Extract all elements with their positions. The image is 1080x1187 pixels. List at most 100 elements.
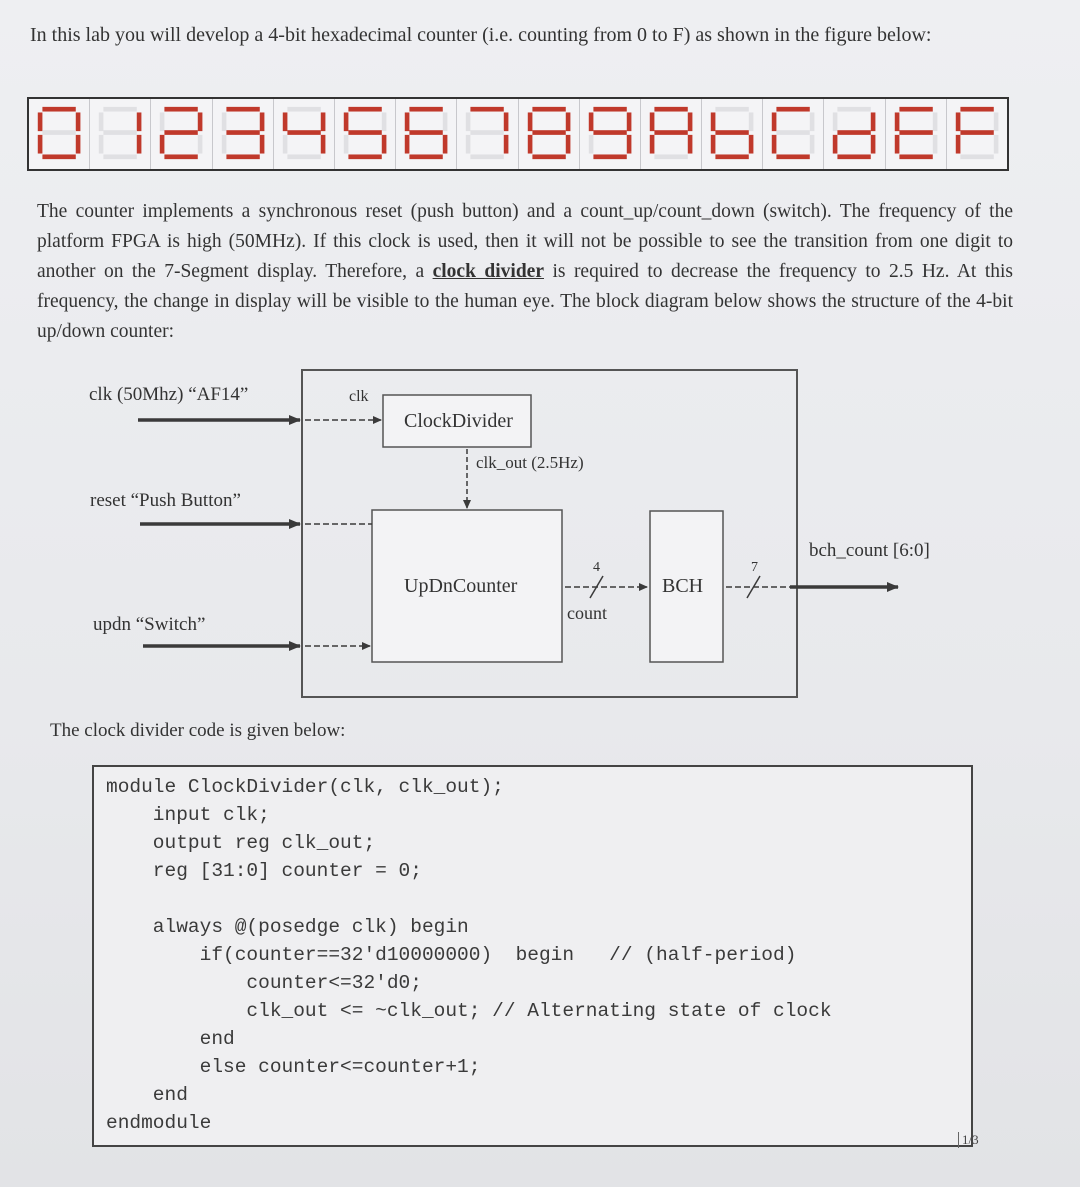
segment-a bbox=[899, 106, 933, 112]
segment-f bbox=[649, 112, 655, 132]
segment-c bbox=[932, 134, 938, 154]
segment-a bbox=[42, 106, 76, 112]
segment-g bbox=[287, 130, 321, 135]
segment-c bbox=[198, 134, 203, 154]
segment-g bbox=[164, 130, 199, 135]
segment-d bbox=[531, 154, 566, 160]
seven-segment-digit bbox=[947, 99, 1007, 169]
description-text-before: The counter implements a synchronous res… bbox=[37, 201, 1013, 282]
segment-d bbox=[470, 154, 505, 160]
segment-d bbox=[225, 154, 260, 160]
seven-segment-digit bbox=[213, 99, 274, 169]
segment-f bbox=[955, 112, 961, 132]
segment-c bbox=[75, 134, 81, 154]
code-line: reg [31:0] counter = 0; bbox=[106, 860, 422, 882]
segment-b bbox=[320, 112, 326, 132]
segment-b bbox=[993, 112, 999, 132]
reset-input-label: reset “Push Button” bbox=[90, 490, 241, 511]
seven-segment-digit bbox=[151, 99, 213, 169]
segment-c bbox=[504, 134, 509, 154]
segment-a bbox=[531, 106, 566, 112]
segment-f bbox=[221, 112, 226, 132]
code-line: output reg clk_out; bbox=[106, 832, 376, 854]
seven-segment-strip bbox=[27, 97, 1009, 171]
clock-divider-label: ClockDivider bbox=[404, 410, 513, 432]
segment-d bbox=[837, 154, 872, 160]
segment-g bbox=[103, 130, 137, 135]
block-diagram: clk (50Mhz) “AF14” reset “Push Button” u… bbox=[0, 360, 1080, 710]
segment-f bbox=[710, 112, 716, 132]
seven-segment-digit bbox=[702, 99, 764, 169]
segment-e bbox=[894, 134, 900, 154]
clk-input-label: clk (50Mhz) “AF14” bbox=[89, 384, 249, 405]
segment-b bbox=[565, 112, 570, 132]
code-line: end bbox=[106, 1084, 188, 1106]
segment-d bbox=[899, 154, 933, 160]
segment-e bbox=[955, 134, 961, 154]
seven-segment-digit bbox=[274, 99, 335, 169]
seven-segment-digit bbox=[763, 99, 825, 169]
segment-c bbox=[748, 134, 754, 154]
segment-g bbox=[960, 130, 994, 135]
segment-e bbox=[466, 134, 471, 154]
code-line: else counter<=counter+1; bbox=[106, 1056, 481, 1078]
code-line: end bbox=[106, 1028, 235, 1050]
code-line: module ClockDivider(clk, clk_out); bbox=[106, 776, 504, 798]
bch-box bbox=[649, 510, 724, 663]
code-line: always @(posedge clk) begin bbox=[106, 916, 469, 938]
segment-e bbox=[282, 134, 288, 154]
intro-paragraph: In this lab you will develop a 4-bit hex… bbox=[30, 24, 932, 46]
segment-d bbox=[715, 154, 749, 160]
segment-c bbox=[320, 134, 326, 154]
segment-e bbox=[833, 134, 838, 154]
segment-e bbox=[404, 134, 410, 154]
segment-f bbox=[282, 112, 288, 132]
segment-f bbox=[466, 112, 471, 132]
segment-f bbox=[894, 112, 900, 132]
seven-segment-digit bbox=[457, 99, 519, 169]
segment-c bbox=[381, 134, 387, 154]
segment-c bbox=[687, 134, 693, 154]
count-bus-slash bbox=[589, 575, 604, 599]
segment-g bbox=[837, 130, 872, 135]
segment-f bbox=[404, 112, 410, 132]
segment-d bbox=[103, 154, 137, 160]
segment-f bbox=[527, 112, 532, 132]
segment-c bbox=[565, 134, 570, 154]
segment-g bbox=[776, 130, 811, 135]
segment-a bbox=[960, 106, 994, 112]
segment-c bbox=[871, 134, 876, 154]
segment-d bbox=[348, 154, 382, 160]
segment-a bbox=[348, 106, 382, 112]
segment-b bbox=[626, 112, 632, 132]
segment-c bbox=[626, 134, 632, 154]
segment-g bbox=[715, 130, 749, 135]
segment-f bbox=[160, 112, 165, 132]
segment-d bbox=[776, 154, 811, 160]
updn-counter-box bbox=[371, 509, 563, 663]
segment-d bbox=[593, 154, 627, 160]
seven-segment-digit bbox=[886, 99, 947, 169]
segment-a bbox=[837, 106, 872, 112]
segment-a bbox=[225, 106, 260, 112]
clk-out-label: clk_out (2.5Hz) bbox=[476, 453, 584, 472]
segment-c bbox=[442, 134, 448, 154]
segment-g bbox=[899, 130, 933, 135]
clk-port-label: clk bbox=[349, 388, 369, 405]
bch-bus-slash bbox=[746, 575, 761, 599]
segment-e bbox=[710, 134, 716, 154]
segment-a bbox=[654, 106, 688, 112]
segment-b bbox=[932, 112, 938, 132]
segment-d bbox=[409, 154, 443, 160]
code-caption: The clock divider code is given below: bbox=[50, 720, 346, 741]
count-bus-width-label: 4 bbox=[593, 560, 600, 575]
top-level-module-box bbox=[301, 369, 798, 698]
code-line: input clk; bbox=[106, 804, 270, 826]
segment-e bbox=[98, 134, 104, 154]
segment-a bbox=[715, 106, 749, 112]
code-block: module ClockDivider(clk, clk_out); input… bbox=[92, 765, 973, 1147]
segment-a bbox=[776, 106, 811, 112]
segment-a bbox=[103, 106, 137, 112]
segment-c bbox=[259, 134, 264, 154]
segment-f bbox=[772, 112, 777, 132]
